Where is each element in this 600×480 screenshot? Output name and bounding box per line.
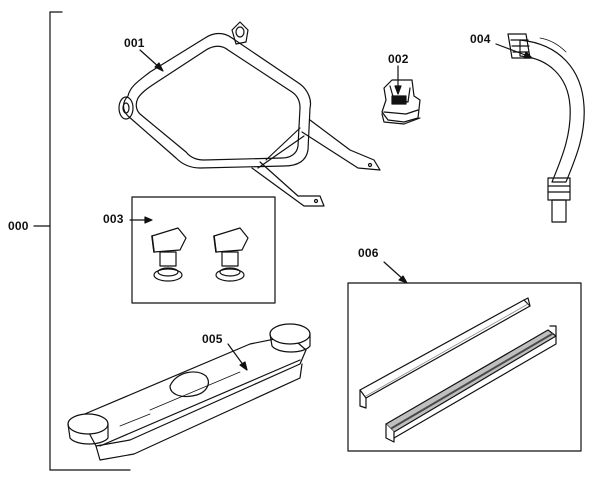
spray-arm-part — [67, 323, 311, 461]
clip-part — [381, 79, 421, 125]
label-003: 003 — [103, 212, 124, 226]
spacer-left — [151, 227, 187, 282]
hose-part — [507, 33, 585, 223]
spacers-box — [131, 196, 276, 304]
assembly-bracket — [33, 11, 131, 471]
rails-box — [347, 282, 582, 452]
label-004: 004 — [470, 32, 491, 46]
label-000: 000 — [8, 219, 29, 233]
label-002: 002 — [388, 52, 409, 66]
label-001: 001 — [124, 36, 145, 50]
rail-lower — [385, 325, 557, 443]
label-006: 006 — [358, 246, 379, 260]
spacer-right — [213, 227, 249, 282]
label-005: 005 — [202, 332, 223, 346]
rack-frame-part — [118, 21, 381, 207]
rail-upper — [359, 297, 531, 409]
leader-lines — [129, 43, 533, 371]
